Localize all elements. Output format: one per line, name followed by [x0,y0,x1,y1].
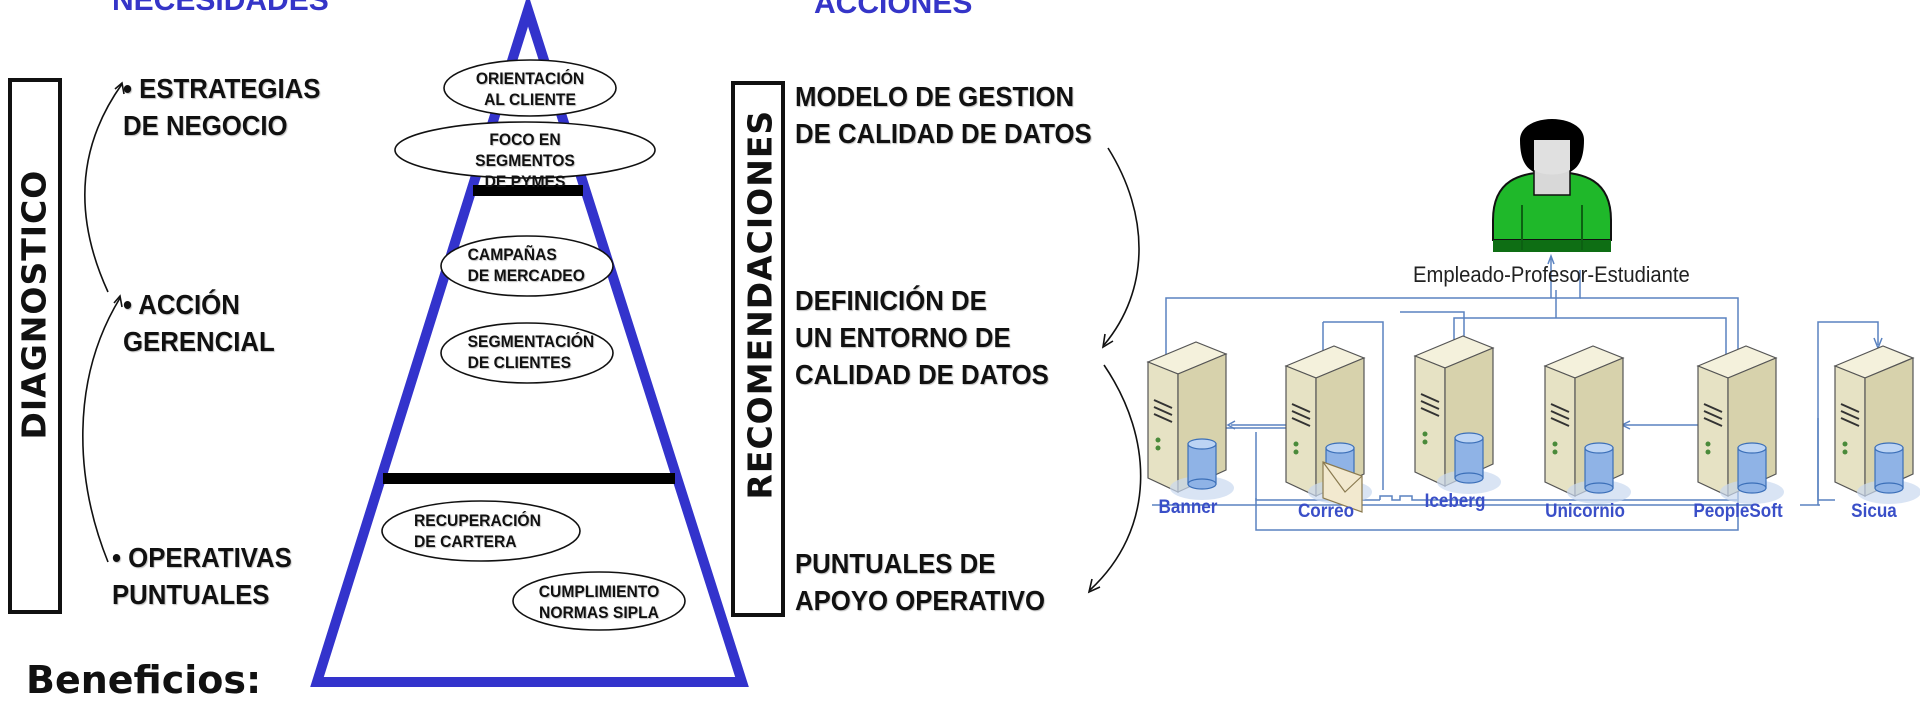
arrow-operativas-to-accion [82,297,121,563]
server-label-peoplesoft: PeopleSoft [1693,501,1783,522]
server-icon-peoplesoft [1696,345,1784,504]
pyramid-triangle [310,0,749,687]
recomendacion-modelo: MODELO DE GESTION DE CALIDAD DE DATOS [795,81,1092,149]
user-label: Empleado-Profesor-Estudiante [1413,262,1690,287]
arrowhead [1101,333,1114,349]
pyramid-divider-bottom [383,473,675,484]
server-icon-unicornio [1543,345,1631,504]
server-icon-iceberg [1413,335,1501,494]
ellipse-foco-pymes [394,121,656,179]
ellipse-orientacion [443,59,617,117]
server-label-unicornio: Unicornio [1545,501,1625,522]
arrowhead [114,81,125,95]
server-label-sicua: Sicua [1851,501,1897,522]
pyramid-divider-top [473,185,583,196]
ellipse-recuperacion [381,500,581,562]
ellipse-segmentacion [440,322,614,384]
recomendaciones-title: RECOMENDACIONES [740,109,780,500]
header-necesidades: NECESIDADES [112,0,329,17]
ellipse-label-segmentacion: SEGMENTACIÓN DE CLIENTES [467,332,595,372]
arrow-accion-to-estrategias [84,83,123,293]
arrow-modelo-to-definicion [1103,147,1140,346]
server-icon-sicua [1833,345,1920,504]
recomendacion-definicion: DEFINICIÓN DE UN ENTORNO DE CALIDAD DE D… [795,285,1049,390]
arrowhead [1087,578,1101,594]
ellipse-label-foco-pymes: FOCO EN SEGMENTOS DE PYMES [475,130,575,191]
ellipse-campanas [440,235,614,297]
ellipse-label-orientacion: ORIENTACIÓN AL CLIENTE [475,69,585,109]
server-label-iceberg: Iceberg [1424,491,1486,512]
recomendaciones-box [731,81,785,617]
diagnostico-title: DIAGNOSTICO [14,169,54,440]
header-acciones: ACCIONES [814,0,973,20]
servers-group [1146,335,1920,513]
diagnostico-box [8,78,62,614]
server-icon-banner [1146,341,1234,500]
ellipse-label-campanas: CAMPAÑAS DE MERCADEO [467,245,585,285]
diagnostico-item-estrategias: • ESTRATEGIAS DE NEGOCIO [123,73,321,141]
arrowhead [113,294,123,308]
server-label-correo: Correo [1297,501,1355,522]
ellipse-cumplimiento [512,571,686,631]
mail-envelope-icon [1322,461,1363,513]
ellipse-label-recuperacion: RECUPERACIÓN DE CARTERA [414,511,541,551]
arrow-definicion-to-puntuales [1089,364,1142,591]
server-label-banner: Banner [1158,497,1218,518]
user-icon [1492,119,1612,252]
diagnostico-item-operativas: • OPERATIVAS PUNTUALES [112,542,292,610]
ellipse-label-cumplimiento: CUMPLIMIENTO NORMAS SIPLA [538,582,660,622]
diagnostico-item-accion: • ACCIÓN GERENCIAL [123,289,275,357]
beneficios-label: Beneficios: [26,658,262,702]
recomendacion-puntuales: PUNTUALES DE APOYO OPERATIVO [795,548,1046,616]
